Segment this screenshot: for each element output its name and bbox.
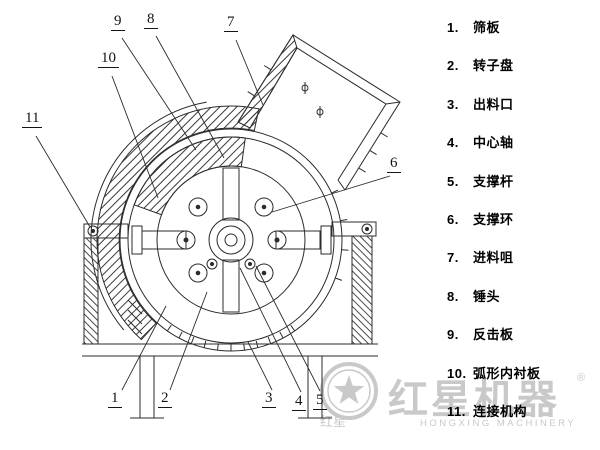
leader-line-1 [121,305,167,391]
callout-11: 11 [22,110,43,128]
legend-item-label: 弧形内衬板 [473,365,541,381]
rod-flange-left [131,225,143,255]
legend-item-number: 7. [447,250,459,266]
legend-item-number: 8. [447,288,459,304]
leader-line-11 [35,135,91,228]
legend-item-4: 4. 中心轴 [447,133,541,153]
legend-item-6: 6. 支撑环 [447,210,541,230]
callout-1: 1 [108,390,122,408]
legend-item-2: 2. 转子盘 [447,56,541,76]
legend-item-number: 11. [447,403,466,419]
rod-flange-right [320,225,332,255]
side-post-right [351,235,373,345]
crusher-drawing [35,33,401,419]
legend-item-number: 5. [447,173,459,189]
watermark-brand-cn: 红星机器 [388,378,560,422]
rod-eye-right [267,230,287,250]
leader-line-3 [247,341,273,391]
callout-10: 10 [98,50,119,68]
parts-legend: 1. 筛板 2. 转子盘 3. 出料口 4. 中心轴 5. 支撑杆 6. 支撑环… [447,18,541,422]
legend-item-number: 6. [447,211,459,227]
rod-eye-left-dot [183,237,189,243]
legend-item-label: 转子盘 [473,58,514,74]
leader-line-9 [121,37,197,151]
star-icon [333,375,365,404]
leader-line-6 [271,175,391,213]
legend-item-9: 9. 反击板 [447,325,541,345]
legend-item-label: 连接机构 [473,403,528,419]
rotor-arm-top [222,167,240,221]
legend-item-label: 中心轴 [473,135,514,151]
rim-bolts [331,189,349,281]
callout-9: 9 [111,13,125,31]
leader-line-8 [155,35,225,159]
watermark-stamp: 红星 [320,414,346,429]
rod-eye-right-dot [274,237,280,243]
callout-6: 6 [387,155,401,173]
callout-4: 4 [292,393,306,411]
callout-7: 7 [224,14,238,32]
chute-wall-hatched [237,33,298,129]
legend-item-label: 支撑杆 [473,173,514,189]
rotor-bolts [188,197,274,283]
rod-eye-left [176,230,196,250]
leader-lines [35,35,391,393]
mount-bracket-left [83,223,129,239]
sieve-plate-ticks [166,324,296,351]
legend-item-1: 1. 筛板 [447,18,541,38]
callout-5: 5 [313,392,327,410]
legend-item-number: 3. [447,96,459,112]
leader-line-10 [111,75,159,199]
rotor-disc-circle [156,165,306,315]
legend-item-label: 进料咀 [473,250,514,266]
logo-inner-ring [327,369,371,413]
side-post-left [83,237,99,345]
watermark-registered-mark: ® [577,372,585,384]
watermark-logo: 红星机器 ® HONGXING MACHINERY 红星 [320,362,585,429]
leader-line-4 [239,267,302,393]
legend-item-number: 4. [447,135,459,151]
casing-outer-arc [90,101,207,331]
legend-item-3: 3. 出料口 [447,95,541,115]
callout-2: 2 [158,390,172,408]
legend-item-11: 11. 连接机构 [447,402,541,422]
legend-item-label: 筛板 [473,20,501,35]
legend-item-number: 2. [447,58,459,74]
legend-item-label: 出料口 [473,96,514,112]
legend-item-number: 9. [447,327,459,343]
feed-chute [237,33,401,191]
callout-3: 3 [262,390,276,408]
legend-item-label: 支撑环 [473,211,514,227]
legend-item-8: 8. 锤头 [447,287,541,307]
base-frame [82,221,378,419]
watermark-brand-en: HONGXING MACHINERY [420,418,576,429]
support-rod-right [275,230,321,250]
leader-line-2 [169,291,208,391]
callout-8: 8 [144,11,158,29]
rotor-arm-bottom [222,259,240,313]
legend-item-label: 锤头 [473,288,501,304]
leader-line-7 [235,39,264,106]
legend-item-number: 1. [447,20,459,35]
legend-item-5: 5. 支撑杆 [447,172,541,192]
leader-line-5 [255,265,321,392]
legend-item-10: 10. 弧形内衬板 [447,364,541,384]
legend-item-number: 10. [447,365,467,381]
legend-item-7: 7. 进料咀 [447,248,541,268]
center-shaft-hub [208,217,254,263]
legend-item-label: 反击板 [473,327,514,343]
